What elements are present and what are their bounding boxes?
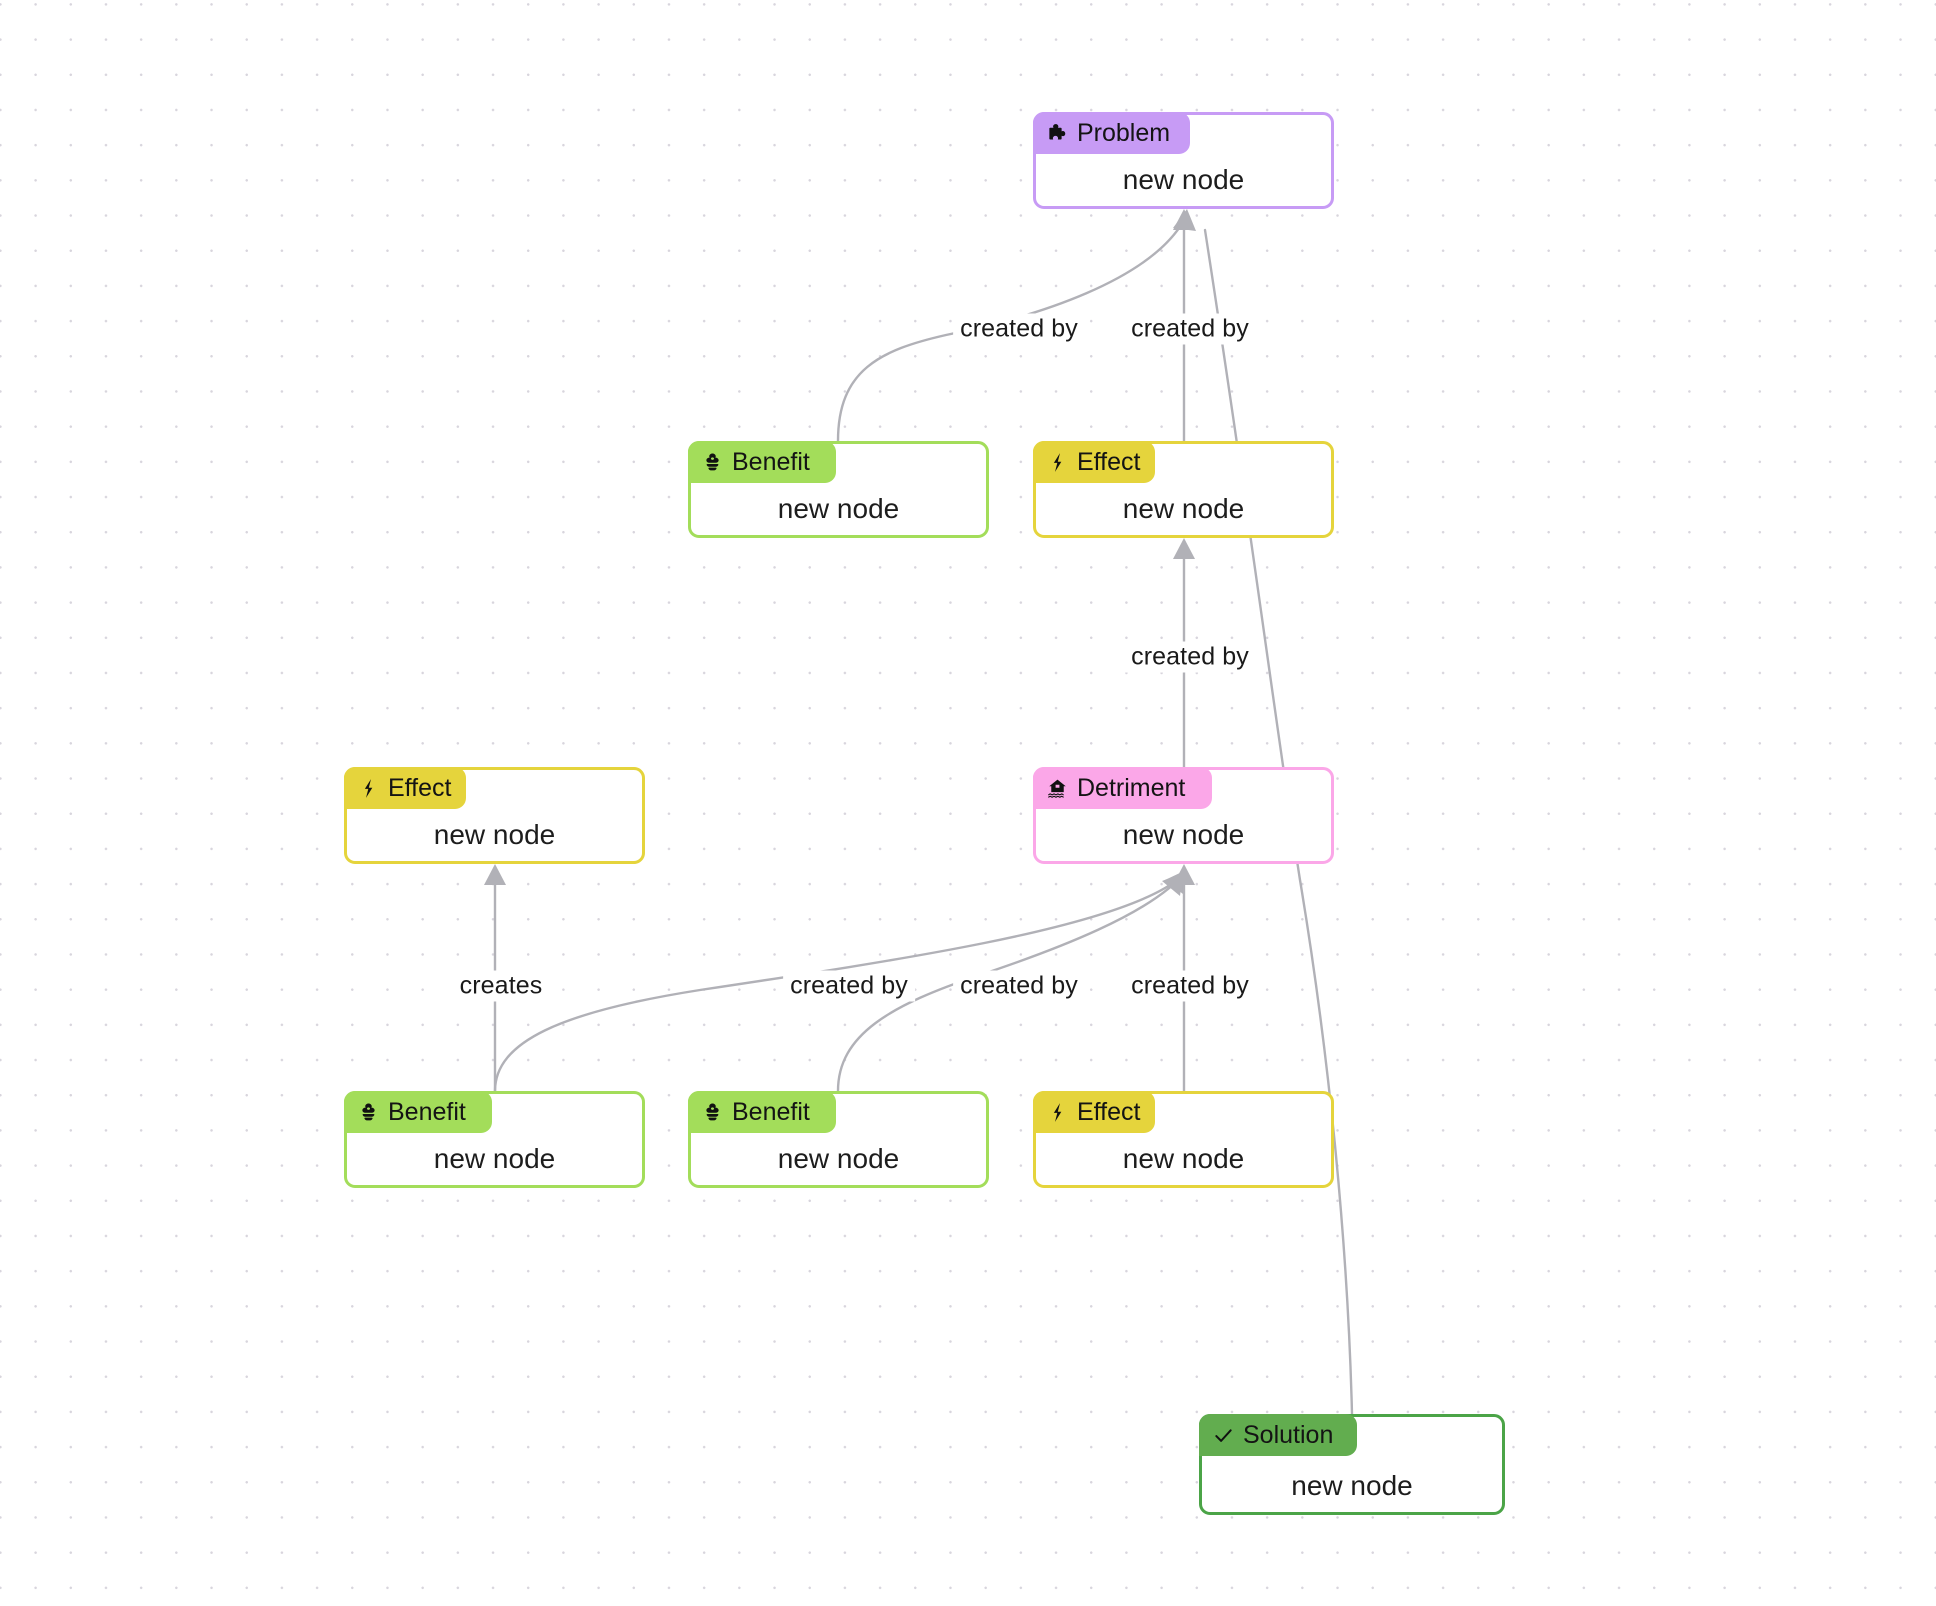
node-badge-effect: Effect [1033, 1091, 1155, 1133]
node-badge-label: Effect [1077, 1097, 1141, 1126]
node-badge-label: Detriment [1077, 773, 1186, 802]
flower-icon [701, 1101, 724, 1124]
node-badge-detriment: Detriment [1033, 767, 1212, 809]
node-benefit-upper[interactable]: Benefit new node [688, 441, 989, 538]
edge-label-created-by[interactable]: created by [1124, 313, 1256, 345]
node-badge-label: Solution [1243, 1420, 1334, 1449]
node-badge-label: Effect [388, 773, 452, 802]
flower-icon [701, 451, 724, 474]
node-effect-upper[interactable]: Effect new node [1033, 441, 1334, 538]
edge-label-created-by[interactable]: created by [1124, 970, 1256, 1002]
node-badge-effect: Effect [344, 767, 466, 809]
node-problem[interactable]: Problem new node [1033, 112, 1334, 209]
node-badge-benefit: Benefit [688, 441, 836, 483]
node-title: new node [433, 1143, 556, 1174]
node-badge-benefit: Benefit [688, 1091, 836, 1133]
node-effect-lower-right[interactable]: Effect new node [1033, 1091, 1334, 1188]
node-effect-middle-left[interactable]: Effect new node [344, 767, 645, 864]
node-title: new node [1291, 1470, 1413, 1501]
node-title: new node [433, 819, 556, 850]
node-badge-problem: Problem [1033, 112, 1190, 154]
node-badge-label: Effect [1077, 447, 1141, 476]
node-title: new node [1122, 164, 1245, 195]
node-badge-label: Benefit [732, 447, 810, 476]
edge-label-created-by[interactable]: created by [953, 313, 1085, 345]
node-benefit-lower-middle[interactable]: Benefit new node [688, 1091, 989, 1188]
edge-label-created-by[interactable]: created by [1124, 641, 1256, 673]
edge-label-created-by[interactable]: created by [783, 970, 915, 1002]
node-title: new node [1122, 1143, 1245, 1174]
puzzle-piece-icon [1046, 122, 1069, 145]
node-badge-benefit: Benefit [344, 1091, 492, 1133]
node-title: new node [777, 493, 900, 524]
node-title: new node [1122, 819, 1245, 850]
node-badge-label: Problem [1077, 118, 1171, 147]
lightning-bolt-icon [1046, 1101, 1069, 1124]
node-badge-solution: Solution [1199, 1414, 1357, 1456]
edge-label-created-by[interactable]: created by [953, 970, 1085, 1002]
flower-icon [357, 1101, 380, 1124]
lightning-bolt-icon [357, 777, 380, 800]
node-benefit-lower-left[interactable]: Benefit new node [344, 1091, 645, 1188]
node-detriment[interactable]: Detriment new node [1033, 767, 1334, 864]
check-icon [1212, 1424, 1235, 1447]
flooded-house-icon [1046, 777, 1069, 800]
edge-label-creates[interactable]: creates [452, 970, 550, 1002]
node-title: new node [1122, 493, 1245, 524]
node-badge-effect: Effect [1033, 441, 1155, 483]
node-badge-label: Benefit [388, 1097, 466, 1126]
node-title: new node [777, 1143, 900, 1174]
node-solution[interactable]: Solution new node [1199, 1414, 1505, 1515]
lightning-bolt-icon [1046, 451, 1069, 474]
node-badge-label: Benefit [732, 1097, 810, 1126]
